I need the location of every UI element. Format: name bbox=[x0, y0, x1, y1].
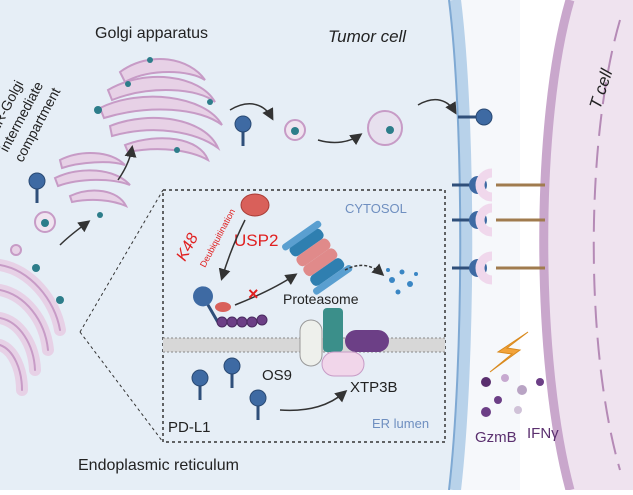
ifng-label: IFNγ bbox=[527, 425, 559, 442]
ergic bbox=[53, 152, 131, 208]
cytokine-dots bbox=[481, 374, 544, 417]
cytosol-label: CYTOSOL bbox=[345, 201, 407, 216]
surface-pdl1 bbox=[458, 108, 493, 126]
ubiquitinated-pdl1 bbox=[193, 286, 268, 328]
er-label: Endoplasmic reticulum bbox=[78, 457, 239, 474]
trafficking-arrows bbox=[59, 98, 457, 246]
tumor-cell-label: Tumor cell bbox=[328, 27, 407, 46]
usp2-label: USP2 bbox=[234, 231, 278, 250]
secretory-vesicle bbox=[367, 110, 403, 146]
golgi-label: Golgi apparatus bbox=[95, 25, 208, 42]
block-x-icon: × bbox=[248, 284, 259, 304]
usp2-enzyme bbox=[240, 193, 270, 217]
lightning-icon bbox=[489, 331, 529, 373]
erad-complex bbox=[299, 308, 389, 377]
inset-box bbox=[162, 189, 446, 443]
t-cell-body bbox=[543, 0, 633, 490]
endoplasmic-reticulum bbox=[0, 259, 66, 396]
xtp3b-label: XTP3B bbox=[350, 379, 398, 396]
os9-label: OS9 bbox=[262, 367, 292, 384]
proteasome-label: Proteasome bbox=[283, 291, 359, 307]
vesicle-icon bbox=[284, 119, 306, 141]
golgi-apparatus bbox=[98, 58, 223, 163]
proteasome-icon bbox=[282, 220, 353, 295]
golgi-vesicles bbox=[94, 57, 213, 153]
t-cell-membrane bbox=[539, 0, 575, 492]
gzmb-label: GzmB bbox=[475, 429, 517, 446]
er-lumen-label: ER lumen bbox=[372, 416, 429, 431]
pdl1-label: PD-L1 bbox=[168, 419, 211, 436]
vesicle-icon bbox=[34, 211, 56, 233]
peptide-fragments bbox=[386, 268, 418, 295]
pd1-pdl1-complexes bbox=[452, 168, 545, 285]
